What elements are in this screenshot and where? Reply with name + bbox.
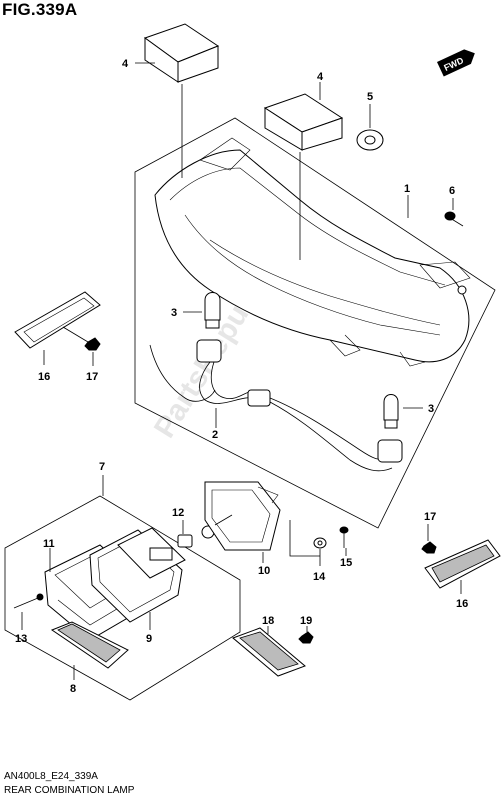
socket-board bbox=[117, 525, 215, 579]
callout-4a: 4 bbox=[122, 58, 129, 70]
washer-14 bbox=[313, 537, 327, 549]
pad-4-upper bbox=[143, 23, 220, 83]
nut-17-lower bbox=[421, 541, 437, 554]
callout-15: 15 bbox=[340, 557, 352, 569]
callout-11: 11 bbox=[43, 538, 55, 550]
callout-1: 1 bbox=[404, 183, 410, 195]
callout-17a: 17 bbox=[86, 371, 98, 383]
reflector-16-upper bbox=[14, 291, 101, 349]
bulb-3-left bbox=[204, 292, 221, 329]
figure-title: FIG.339A bbox=[2, 0, 78, 19]
callout-16a: 16 bbox=[38, 371, 50, 383]
callout-10: 10 bbox=[258, 565, 270, 577]
assembly-box-7 bbox=[4, 495, 241, 701]
housing-plate-10 bbox=[204, 481, 281, 551]
screw-15 bbox=[339, 526, 349, 548]
callout-7: 7 bbox=[99, 461, 105, 473]
reflector-18 bbox=[232, 627, 306, 677]
wiring-harness-2 bbox=[149, 339, 403, 472]
callout-12: 12 bbox=[172, 507, 184, 519]
figure-code: AN400L8_E24_339A bbox=[4, 771, 98, 782]
assembly-box-1 bbox=[134, 117, 496, 529]
callout-13: 13 bbox=[15, 633, 27, 645]
callout-8: 8 bbox=[70, 683, 76, 695]
callout-6: 6 bbox=[449, 185, 455, 197]
pad-4-lower bbox=[263, 93, 344, 151]
nut-17-upper bbox=[84, 337, 101, 351]
grommet-5 bbox=[356, 129, 384, 151]
nut-19 bbox=[298, 631, 314, 644]
reflector-16-lower bbox=[424, 539, 501, 589]
tail-lamp-housing bbox=[154, 137, 471, 367]
callout-4b: 4 bbox=[317, 71, 324, 83]
callout-18: 18 bbox=[262, 615, 274, 627]
callout-9: 9 bbox=[146, 633, 152, 645]
reflector-8 bbox=[50, 621, 129, 669]
callout-3a: 3 bbox=[171, 307, 177, 319]
callout-14: 14 bbox=[313, 571, 326, 583]
callout-5: 5 bbox=[367, 91, 373, 103]
bulb-3-right bbox=[383, 394, 399, 429]
fwd-arrow-icon: FWD bbox=[437, 49, 475, 77]
callout-3b: 3 bbox=[428, 403, 434, 415]
callout-17b: 17 bbox=[424, 511, 436, 523]
screw-6 bbox=[444, 211, 464, 227]
figure-caption: REAR COMBINATION LAMP bbox=[4, 785, 135, 796]
callout-2: 2 bbox=[212, 429, 218, 441]
screw-13 bbox=[13, 593, 44, 609]
callout-19: 19 bbox=[300, 615, 312, 627]
callout-16b: 16 bbox=[456, 598, 468, 610]
